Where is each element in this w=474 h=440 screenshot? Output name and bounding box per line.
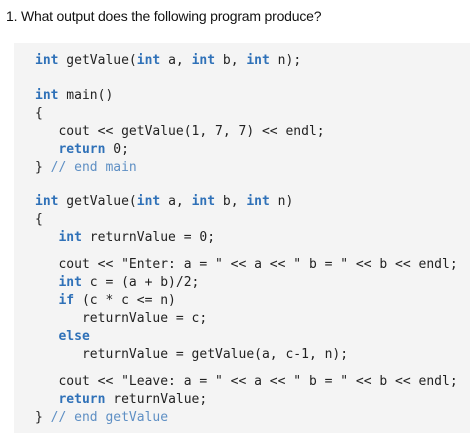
- code-keyword: int: [136, 53, 161, 68]
- code-comment: // end main: [50, 160, 137, 175]
- code-indent: [35, 230, 58, 245]
- code-keyword: if: [58, 293, 75, 308]
- code-line: return returnValue;: [35, 391, 207, 409]
- code-keyword: int: [58, 230, 82, 245]
- code-text: (c * c <= n): [74, 293, 176, 308]
- code-keyword: return: [58, 392, 106, 407]
- code-line: if (c * c <= n): [35, 292, 176, 310]
- code-keyword: else: [58, 329, 90, 344]
- code-keyword: int: [58, 275, 82, 290]
- code-line: return 0;: [35, 141, 129, 159]
- code-text: returnValue = getValue(a, c-1, n);: [81, 347, 349, 362]
- code-text: cout << "Enter: a = " << a << " b = " <<…: [58, 257, 458, 272]
- code-indent: [35, 293, 58, 308]
- code-text: n);: [269, 53, 302, 68]
- code-text: a,: [160, 194, 192, 209]
- code-line: returnValue = c;: [35, 310, 207, 328]
- code-text: returnValue;: [105, 392, 208, 407]
- code-text: returnValue = c;: [81, 311, 208, 326]
- code-keyword: int: [35, 88, 59, 103]
- code-line: } // end main: [35, 159, 137, 177]
- code-line: } // end getValue: [35, 409, 168, 427]
- code-keyword: int: [246, 53, 270, 68]
- code-text: b,: [215, 53, 247, 68]
- code-comment: // end getValue: [50, 410, 169, 425]
- code-text: getValue(: [58, 53, 137, 68]
- code-text: returnValue = 0;: [81, 230, 216, 245]
- code-keyword: return: [58, 142, 106, 157]
- code-line: int getValue(int a, int b, int n): [35, 193, 293, 211]
- code-text: cout << "Leave: a = " << a << " b = " <<…: [58, 374, 458, 389]
- code-indent: [35, 374, 58, 389]
- code-indent: [35, 275, 58, 290]
- code-text: c = (a + b)/2;: [81, 275, 200, 290]
- code-indent: [35, 257, 58, 272]
- code-text: {: [35, 106, 43, 121]
- code-line: cout << "Enter: a = " << a << " b = " <<…: [35, 256, 458, 274]
- code-line: {: [35, 105, 43, 123]
- code-keyword: int: [136, 194, 161, 209]
- code-text: }: [35, 410, 51, 425]
- code-keyword: int: [191, 53, 216, 68]
- code-line: int main(): [35, 87, 113, 105]
- code-line: returnValue = getValue(a, c-1, n);: [35, 346, 348, 364]
- code-text: 0;: [105, 142, 129, 157]
- code-text: {: [35, 212, 43, 227]
- code-indent: [35, 311, 82, 326]
- code-line: int c = (a + b)/2;: [35, 274, 199, 292]
- question-text: 1. What output does the following progra…: [6, 8, 322, 24]
- code-text: }: [35, 160, 51, 175]
- code-indent: [35, 347, 82, 362]
- code-keyword: int: [35, 194, 59, 209]
- code-keyword: int: [191, 194, 216, 209]
- code-line: int getValue(int a, int b, int n);: [35, 52, 301, 70]
- code-line: int returnValue = 0;: [35, 229, 215, 247]
- code-text: n): [269, 194, 294, 209]
- code-text: main(): [58, 88, 114, 103]
- code-line: {: [35, 211, 43, 229]
- code-line: else: [35, 328, 90, 346]
- code-text: getValue(: [58, 194, 137, 209]
- code-line: cout << getValue(1, 7, 7) << endl;: [35, 123, 325, 141]
- code-indent: [35, 392, 58, 407]
- code-indent: [35, 142, 58, 157]
- code-text: cout << getValue(1, 7, 7) << endl;: [58, 124, 325, 139]
- code-keyword: int: [35, 53, 59, 68]
- code-listing-panel: int getValue(int a, int b, int n);int ma…: [14, 43, 470, 433]
- code-keyword: int: [246, 194, 270, 209]
- code-indent: [35, 329, 58, 344]
- code-text: b,: [215, 194, 247, 209]
- code-line: cout << "Leave: a = " << a << " b = " <<…: [35, 373, 458, 391]
- code-indent: [35, 124, 58, 139]
- code-text: a,: [160, 53, 192, 68]
